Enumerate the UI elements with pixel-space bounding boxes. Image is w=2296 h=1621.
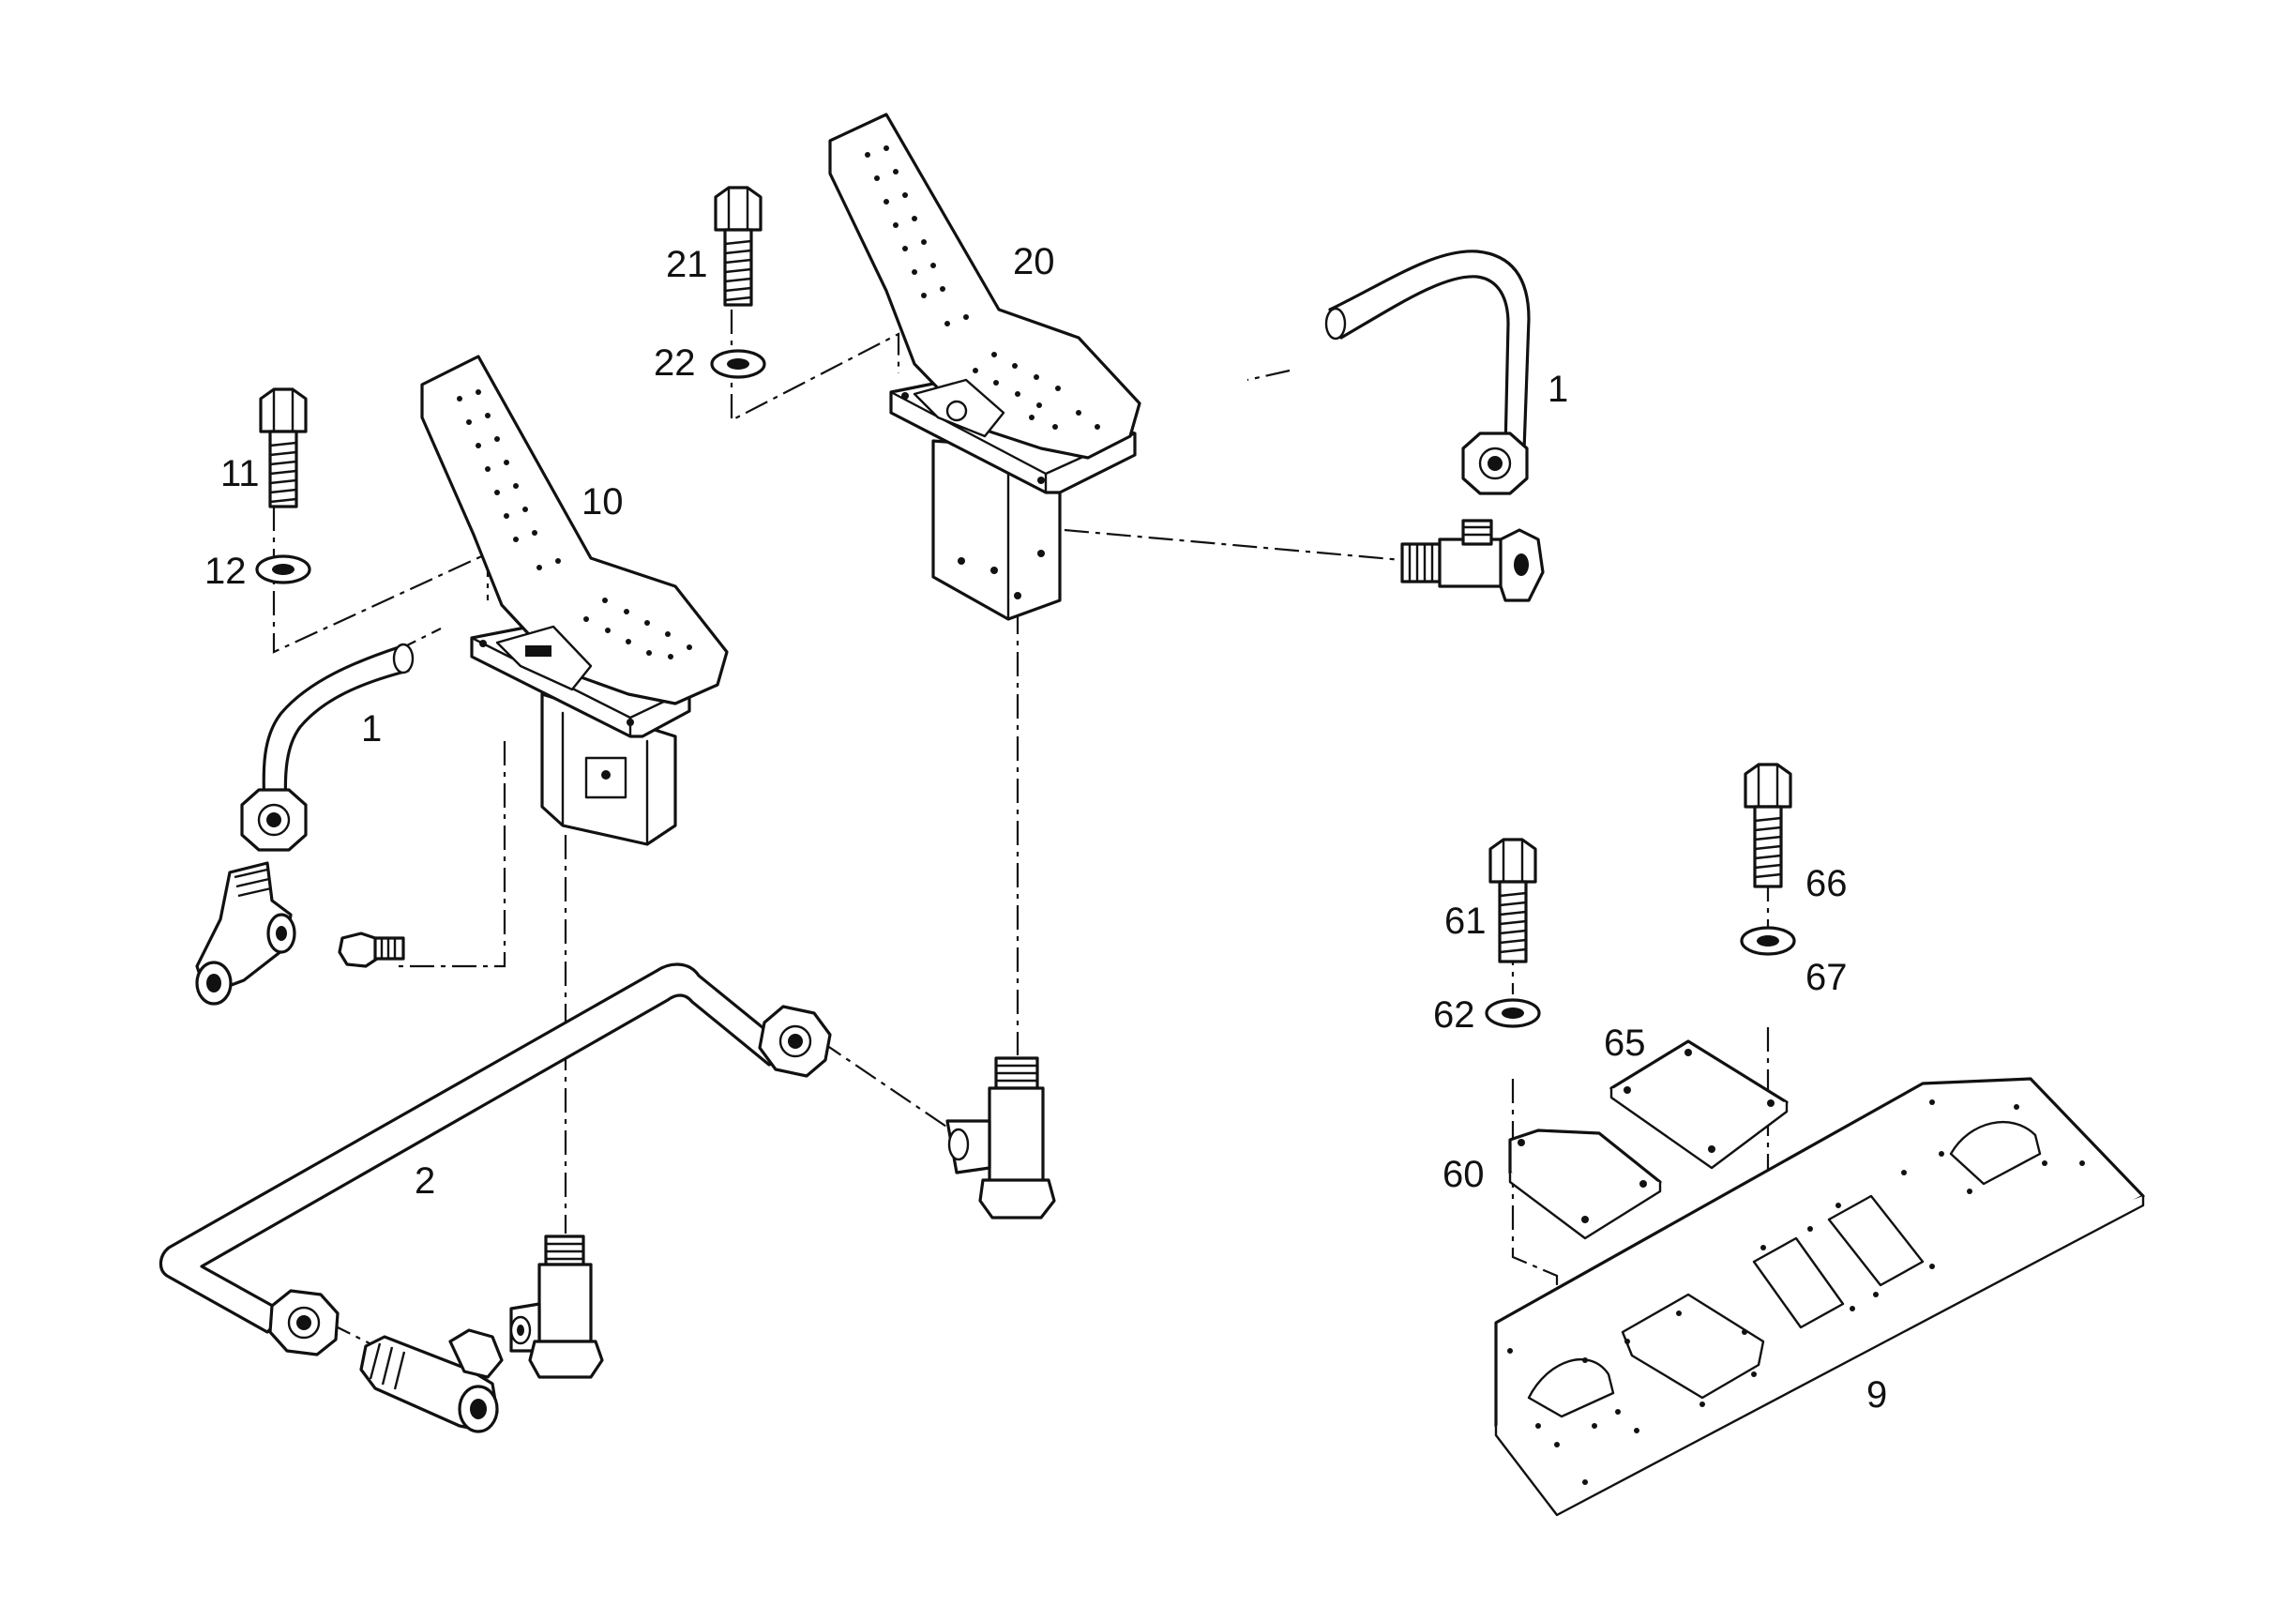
floor-plate-9 (1494, 1077, 2145, 1517)
hose-1-left (240, 643, 415, 852)
pedal-20 (828, 113, 1141, 621)
bolt-21 (714, 186, 763, 307)
callout-1-right: 1 (1548, 369, 1568, 410)
callout-2: 2 (415, 1160, 435, 1202)
callout-62: 62 (1433, 994, 1475, 1036)
callout-65: 65 (1604, 1023, 1646, 1064)
callout-61: 61 (1444, 901, 1487, 942)
elbow-fitting (359, 1328, 504, 1433)
tee-fitting-right (1400, 519, 1545, 602)
tee-fitting-lower-mid (509, 1235, 604, 1379)
cover-plate-60 (1508, 1129, 1662, 1240)
callout-11: 11 (220, 453, 260, 494)
bolt-11 (259, 387, 308, 508)
washer-12 (255, 554, 311, 584)
callout-labels: 1 1 2 9 10 11 12 20 21 22 60 61 62 65 66… (204, 241, 1887, 1416)
callout-22: 22 (654, 342, 696, 384)
callout-60: 60 (1443, 1154, 1485, 1195)
bolt-66 (1744, 763, 1792, 888)
cover-plate-65 (1609, 1039, 1789, 1170)
floor-plate-holes (1507, 1099, 2085, 1485)
nipple-fitting (338, 932, 405, 968)
callout-1-left: 1 (361, 708, 382, 750)
washer-22 (710, 349, 766, 379)
callout-10: 10 (582, 481, 624, 523)
callout-12: 12 (204, 551, 247, 592)
callout-21: 21 (666, 244, 708, 285)
callout-67: 67 (1805, 957, 1848, 998)
pipe-2 (159, 962, 832, 1356)
pedal-10 (420, 355, 729, 846)
callout-66: 66 (1805, 863, 1848, 904)
washer-62 (1485, 998, 1541, 1028)
bolt-61 (1488, 838, 1537, 963)
callout-9: 9 (1866, 1374, 1887, 1416)
tee-fitting-mid (945, 1056, 1056, 1220)
tee-fitting-left (195, 861, 296, 1006)
pedal-10-studs (457, 389, 692, 659)
washer-67 (1740, 926, 1796, 956)
pedal-20-studs (865, 145, 1100, 430)
hose-1-right (1324, 250, 1531, 495)
callout-20: 20 (1013, 241, 1055, 282)
